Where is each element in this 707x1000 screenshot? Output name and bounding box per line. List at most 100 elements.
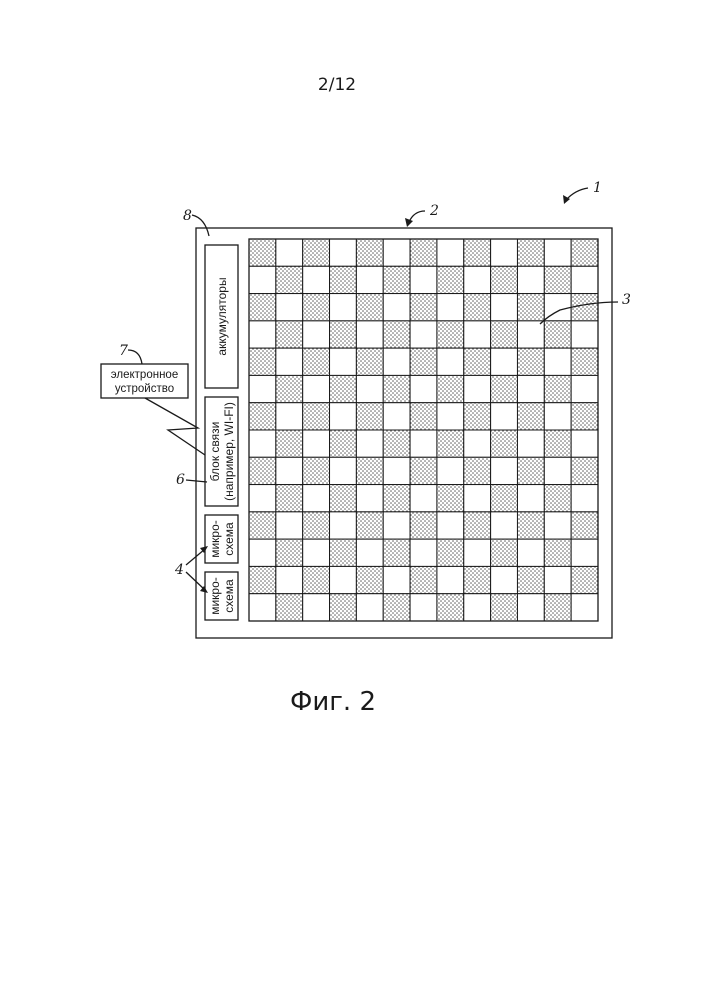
grid-cell-shaded <box>464 348 491 375</box>
grid-cell-plain <box>303 594 330 621</box>
grid-cell-plain <box>276 294 303 321</box>
grid-cell-plain <box>383 512 410 539</box>
grid-cell-plain <box>276 239 303 266</box>
grid-cell-shaded <box>330 375 357 402</box>
grid-cell-plain <box>330 457 357 484</box>
grid-cell-plain <box>517 375 544 402</box>
grid-cell-shaded <box>544 485 571 512</box>
chip-upper-label-line2: схема <box>222 522 236 556</box>
grid-cell-plain <box>437 457 464 484</box>
grid-cell-shaded <box>410 512 437 539</box>
grid-cell-plain <box>410 321 437 348</box>
ref-numeral-7: 7 <box>119 343 128 359</box>
grid-cell-plain <box>249 430 276 457</box>
grid-cell-shaded <box>491 430 518 457</box>
grid-cell-plain <box>276 512 303 539</box>
grid-cell-plain <box>249 594 276 621</box>
grid-cell-shaded <box>383 539 410 566</box>
leader-arrow-2 <box>409 211 425 222</box>
grid-cell-shaded <box>383 485 410 512</box>
grid-cell-shaded <box>330 594 357 621</box>
grid-cell-plain <box>249 485 276 512</box>
grid-cell-shaded <box>330 430 357 457</box>
grid-cell-shaded <box>437 375 464 402</box>
grid-cell-shaded <box>437 485 464 512</box>
figure-caption: Фиг. 2 <box>290 687 376 717</box>
grid-cell-shaded <box>491 375 518 402</box>
grid-cell-plain <box>410 485 437 512</box>
grid-cell-plain <box>571 266 598 293</box>
grid-cell-shaded <box>571 403 598 430</box>
grid-cell-plain <box>464 266 491 293</box>
grid-cell-shaded <box>517 294 544 321</box>
grid-cell-plain <box>544 239 571 266</box>
grid-cell-shaded <box>517 512 544 539</box>
grid-cell-plain <box>571 594 598 621</box>
grid-cell-plain <box>517 266 544 293</box>
grid-cell-plain <box>330 512 357 539</box>
grid-cell-plain <box>491 403 518 430</box>
grid-cell-shaded <box>356 239 383 266</box>
grid-cell-shaded <box>437 430 464 457</box>
grid-cell-plain <box>383 566 410 593</box>
grid-cell-shaded <box>517 239 544 266</box>
grid-cell-plain <box>544 566 571 593</box>
grid-cell-plain <box>276 566 303 593</box>
grid-cell-shaded <box>437 266 464 293</box>
grid-cell-shaded <box>383 266 410 293</box>
grid-cell-shaded <box>330 539 357 566</box>
ref-numeral-6: 6 <box>176 472 185 488</box>
grid-cell-shaded <box>437 321 464 348</box>
battery-block-label: аккумуляторы <box>215 277 229 355</box>
grid-cell-plain <box>303 375 330 402</box>
grid-cell-plain <box>276 348 303 375</box>
grid-cell-shaded <box>410 294 437 321</box>
grid-cell-shaded <box>303 348 330 375</box>
grid-cell-shaded <box>276 375 303 402</box>
grid-cell-shaded <box>249 239 276 266</box>
grid-cell-plain <box>464 375 491 402</box>
grid-cell-plain <box>330 239 357 266</box>
grid-cell-plain <box>330 294 357 321</box>
grid-cell-shaded <box>383 594 410 621</box>
grid-cell-plain <box>383 239 410 266</box>
grid-cell-shaded <box>249 348 276 375</box>
grid-cell-plain <box>356 539 383 566</box>
grid-cell-plain <box>544 512 571 539</box>
grid-cell-plain <box>571 321 598 348</box>
grid-cell-shaded <box>571 566 598 593</box>
grid-cell-plain <box>437 294 464 321</box>
grid-cell-plain <box>249 266 276 293</box>
chip-upper-label-line1: микро- <box>208 520 222 558</box>
grid-cell-shaded <box>249 403 276 430</box>
grid-cell-plain <box>491 512 518 539</box>
grid-cell-plain <box>491 348 518 375</box>
grid-cell-plain <box>437 566 464 593</box>
grid-cell-plain <box>303 539 330 566</box>
grid-cell-shaded <box>491 321 518 348</box>
grid-cell-plain <box>464 539 491 566</box>
grid-cell-shaded <box>491 266 518 293</box>
grid-cell-shaded <box>544 594 571 621</box>
grid-cell-plain <box>517 321 544 348</box>
grid-cell-shaded <box>571 348 598 375</box>
grid-cell-plain <box>356 594 383 621</box>
grid-cell-shaded <box>383 375 410 402</box>
grid-cell-shaded <box>303 403 330 430</box>
grid-cell-plain <box>410 539 437 566</box>
grid-cell-shaded <box>410 348 437 375</box>
grid-cell-plain <box>383 348 410 375</box>
grid-cell-shaded <box>303 512 330 539</box>
grid-cell-shaded <box>571 294 598 321</box>
ref-numeral-2: 2 <box>429 203 439 219</box>
comm-unit-label-line1: блок связи <box>208 422 222 482</box>
ref-numeral-3: 3 <box>622 292 631 308</box>
grid-cell-plain <box>303 321 330 348</box>
grid-cell-plain <box>356 375 383 402</box>
grid-cell-plain <box>571 485 598 512</box>
grid-cell-shaded <box>276 539 303 566</box>
grid-cell-plain <box>410 594 437 621</box>
grid-cell-shaded <box>356 566 383 593</box>
grid-cell-plain <box>356 430 383 457</box>
